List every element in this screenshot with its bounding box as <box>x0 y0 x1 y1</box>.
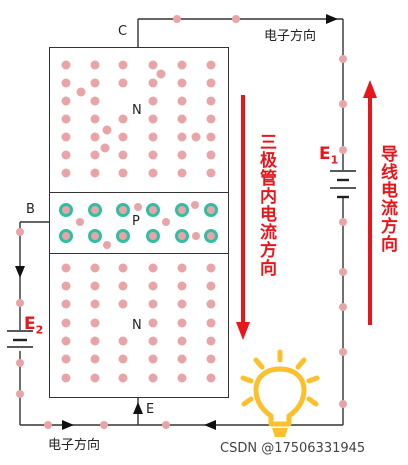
source-label-e1: E1 <box>319 144 339 167</box>
electrons-base-p <box>76 201 200 249</box>
terminal-label-emitter: E <box>146 402 155 417</box>
light-bulb-icon <box>240 349 320 437</box>
arrow-emitter <box>133 402 143 414</box>
electron-direction-label-top: 电子方向 <box>264 29 317 44</box>
arrow-top-wire <box>326 14 338 24</box>
source-label-e2: E2 <box>24 314 44 337</box>
electron-direction-label-bottom: 电子方向 <box>48 438 101 453</box>
region-emitter-n <box>49 253 229 398</box>
holes-base-p <box>59 203 218 243</box>
arrow-current-wire <box>363 80 377 325</box>
arrow-current-transistor <box>236 95 250 340</box>
region-collector-n <box>49 47 229 193</box>
region-label-top-n: N <box>132 103 142 118</box>
electrons-top-n <box>61 60 216 178</box>
watermark-text: CSDN @17506331945 <box>220 441 366 456</box>
arrow-bottom-left <box>62 420 74 430</box>
transistor-current-label: 三极管内电流方向 <box>256 133 276 277</box>
region-label-middle-p: P <box>132 214 140 229</box>
arrow-bottom-right <box>204 420 216 430</box>
arrow-left-wire <box>15 266 25 278</box>
wire-electron-dots <box>16 15 347 429</box>
wire-current-label: 导线电流方向 <box>377 145 397 253</box>
region-label-bottom-n: N <box>132 318 142 333</box>
battery-e1 <box>330 170 356 199</box>
battery-e2 <box>7 330 33 348</box>
electrons-bottom-n <box>61 263 216 383</box>
terminal-label-collector: C <box>118 24 128 39</box>
terminal-label-base: B <box>26 202 35 217</box>
